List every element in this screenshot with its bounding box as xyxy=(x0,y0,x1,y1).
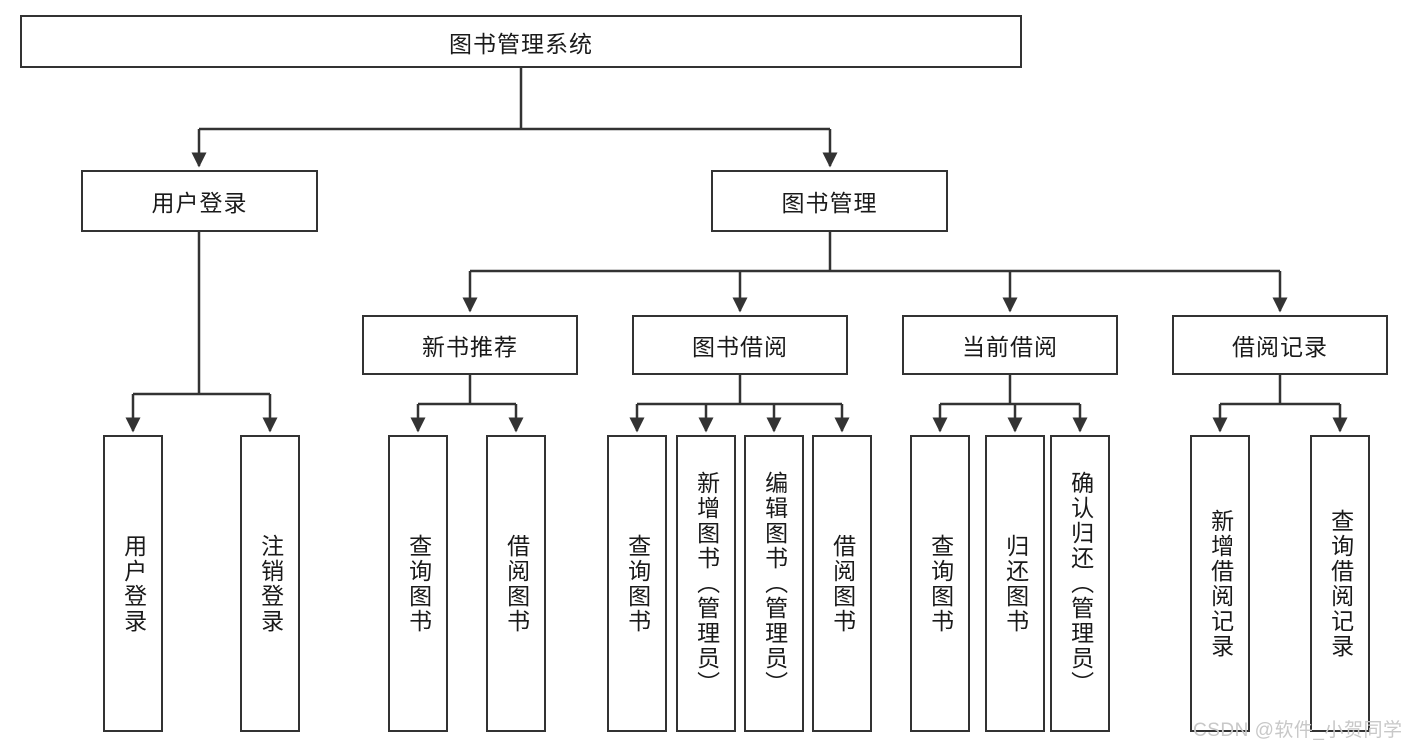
node-leaf-query-borrow-record[interactable]: 查询借阅记录 xyxy=(1310,435,1370,732)
node-leaf-query-book-borrow[interactable]: 查询图书 xyxy=(607,435,667,732)
node-leaf-logout-label: 注销登录 xyxy=(257,533,284,634)
node-leaf-edit-book-admin[interactable]: 编辑图书（管理员） xyxy=(744,435,804,732)
node-leaf-return-book[interactable]: 归还图书 xyxy=(985,435,1045,732)
watermark-text: CSDN @软件_小贺同学 xyxy=(1193,720,1403,741)
node-leaf-borrow-book-rec[interactable]: 借阅图书 xyxy=(486,435,546,732)
node-user-login[interactable]: 用户登录 xyxy=(81,170,318,232)
node-root[interactable]: 图书管理系统 xyxy=(20,15,1022,68)
node-current-borrow[interactable]: 当前借阅 xyxy=(902,315,1118,375)
node-leaf-user-login[interactable]: 用户登录 xyxy=(103,435,163,732)
node-current-borrow-label: 当前借阅 xyxy=(962,334,1058,360)
node-leaf-query-book-cur[interactable]: 查询图书 xyxy=(910,435,970,732)
node-leaf-query-book-borrow-label: 查询图书 xyxy=(624,533,651,634)
node-leaf-add-borrow-record[interactable]: 新增借阅记录 xyxy=(1190,435,1250,732)
node-book-management-label: 图书管理 xyxy=(781,190,878,216)
node-leaf-query-book-cur-label: 查询图书 xyxy=(927,533,954,634)
node-leaf-confirm-return-admin-label: 确认归还（管理员） xyxy=(1067,471,1094,696)
node-book-borrow-label: 图书借阅 xyxy=(692,334,788,360)
node-book-borrow[interactable]: 图书借阅 xyxy=(632,315,848,375)
node-new-book-recommend[interactable]: 新书推荐 xyxy=(362,315,578,375)
node-root-label: 图书管理系统 xyxy=(449,30,593,57)
node-borrow-record-label: 借阅记录 xyxy=(1232,334,1328,360)
node-borrow-record[interactable]: 借阅记录 xyxy=(1172,315,1388,375)
node-leaf-add-borrow-record-label: 新增借阅记录 xyxy=(1207,508,1234,659)
node-book-management[interactable]: 图书管理 xyxy=(711,170,948,232)
node-leaf-query-book-rec-label: 查询图书 xyxy=(405,533,432,634)
node-leaf-logout[interactable]: 注销登录 xyxy=(240,435,300,732)
node-leaf-borrow-book[interactable]: 借阅图书 xyxy=(812,435,872,732)
node-leaf-add-book-admin[interactable]: 新增图书（管理员） xyxy=(676,435,736,732)
node-leaf-add-book-admin-label: 新增图书（管理员） xyxy=(693,471,720,696)
node-leaf-confirm-return-admin[interactable]: 确认归还（管理员） xyxy=(1050,435,1110,732)
node-leaf-query-book-rec[interactable]: 查询图书 xyxy=(388,435,448,732)
node-user-login-label: 用户登录 xyxy=(151,190,248,216)
node-leaf-user-login-label: 用户登录 xyxy=(120,533,147,634)
node-leaf-return-book-label: 归还图书 xyxy=(1002,533,1029,634)
node-leaf-borrow-book-label: 借阅图书 xyxy=(829,533,856,634)
node-leaf-edit-book-admin-label: 编辑图书（管理员） xyxy=(761,471,788,696)
node-leaf-borrow-book-rec-label: 借阅图书 xyxy=(503,533,530,634)
node-leaf-query-borrow-record-label: 查询借阅记录 xyxy=(1327,508,1354,659)
node-new-book-recommend-label: 新书推荐 xyxy=(422,334,518,360)
